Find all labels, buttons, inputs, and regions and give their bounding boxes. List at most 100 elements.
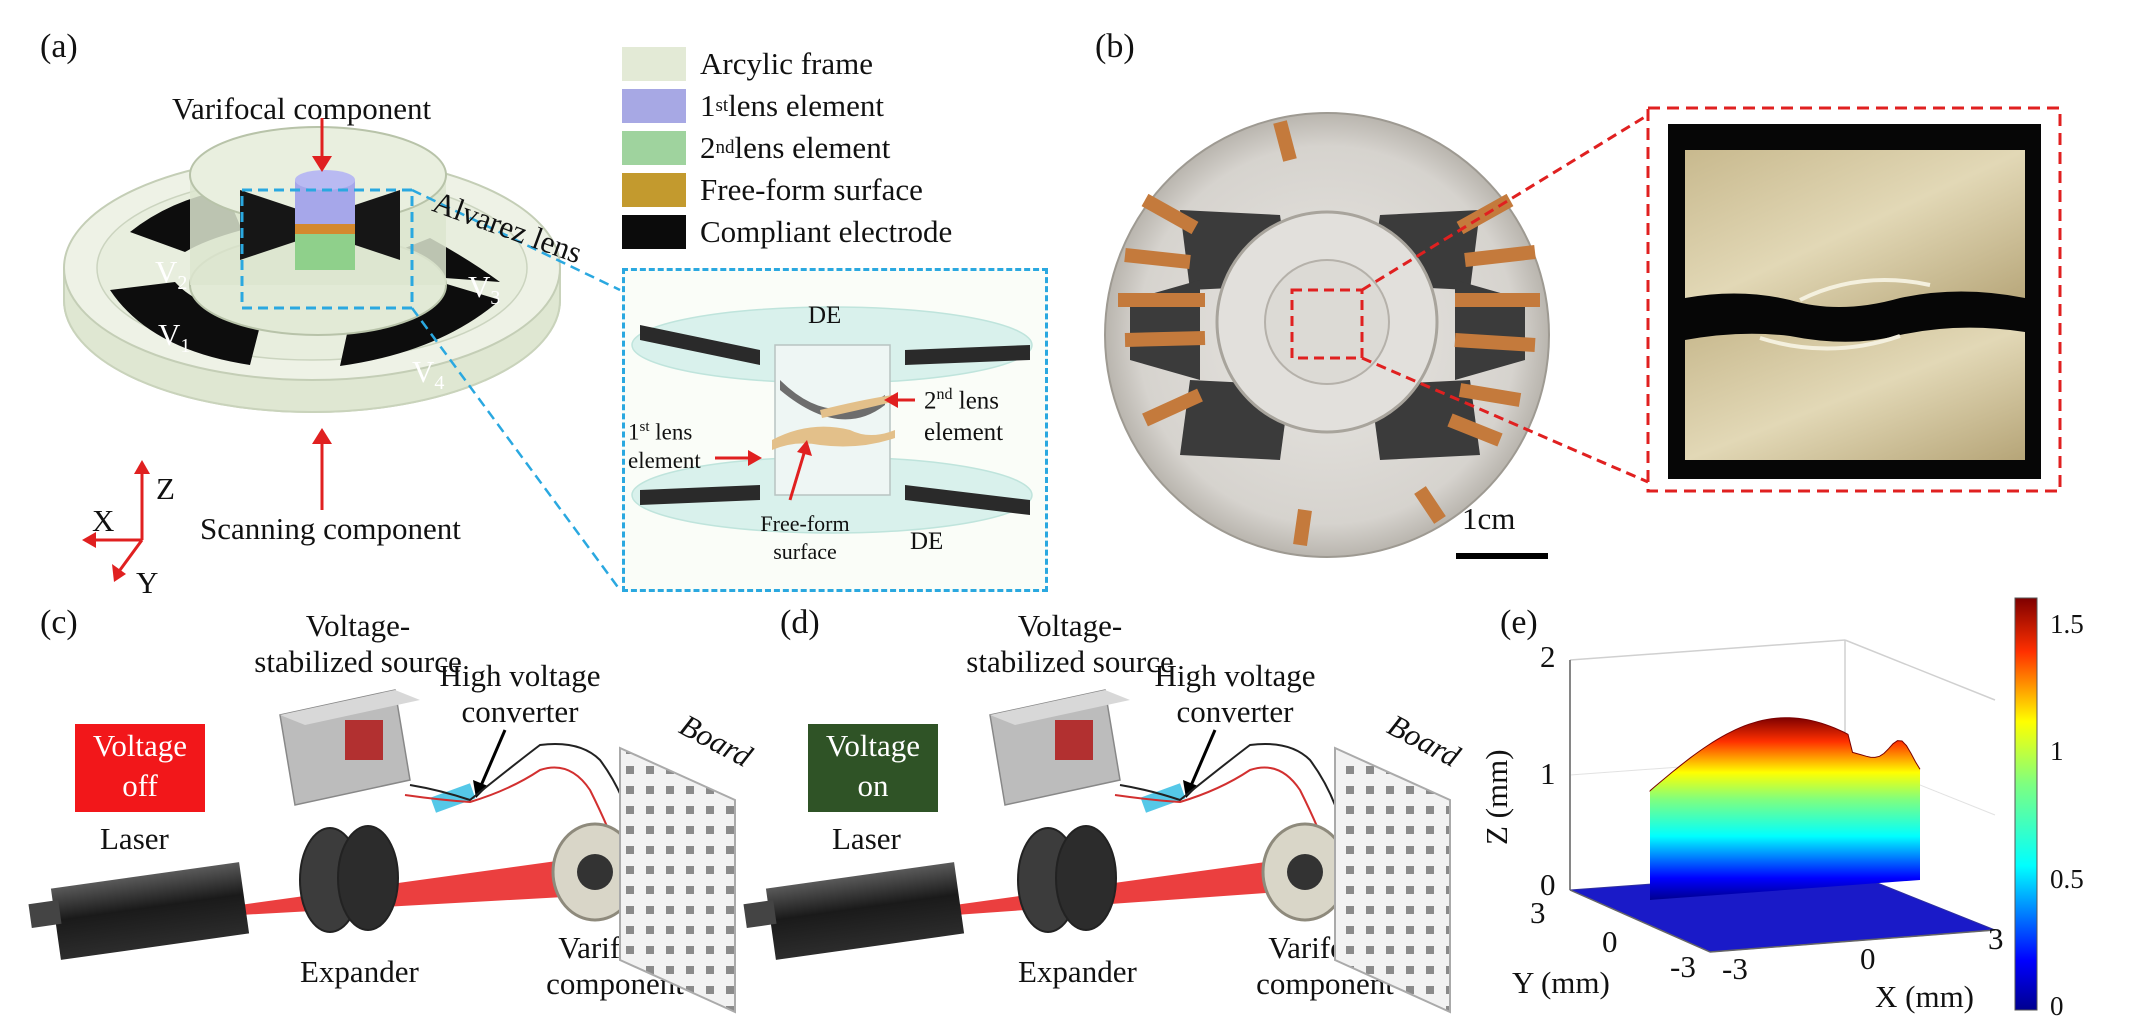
lens-stack-green <box>295 230 355 270</box>
legend-swatch <box>622 173 686 207</box>
photo-zoom-highlight-lower <box>1759 334 1901 351</box>
inset-freeform-arrow <box>788 449 807 501</box>
axis-y-head <box>112 564 126 582</box>
e-ztick-2: 2 <box>1540 639 1556 674</box>
e-colorbar-tick-05: 0.5 <box>2050 864 2084 894</box>
panel-a-letter: (a) <box>40 28 78 65</box>
c-converter-box <box>430 783 476 813</box>
e-xlabel: X (mm) <box>1875 979 1975 1014</box>
legend-swatch <box>622 131 686 165</box>
panel-c-source-label: Voltage-stabilized source <box>254 608 462 679</box>
alvarez-zoom-line-bottom <box>410 307 622 591</box>
d-laser-body <box>765 862 965 960</box>
e-ytick-0: 0 <box>1602 924 1618 959</box>
varifocal-electrode-left <box>240 190 300 260</box>
e-surface-side <box>1650 717 1920 900</box>
axis-y-line <box>118 539 144 571</box>
electrode-label-v3: V3 <box>468 269 501 310</box>
electrode-v1 <box>110 282 262 365</box>
photo-zoom-line-bottom <box>1361 356 1649 484</box>
inset-electrode-top-right <box>905 345 1030 365</box>
d-source-display <box>1055 720 1093 760</box>
panel-c-laser-label: Laser <box>100 821 169 856</box>
alvarez-zoom-line-top <box>411 188 621 292</box>
e-xaxis <box>1709 929 1996 953</box>
photo-zoom-lens-upper <box>1685 150 2025 308</box>
scale-bar-label: 1cm <box>1462 501 1516 536</box>
photo-zoom-line-top <box>1361 113 1649 292</box>
panel-d-expander-label: Expander <box>1018 954 1137 989</box>
d-wire-black <box>1119 743 1351 861</box>
axis-z-head <box>134 460 150 474</box>
e-ytick-3: 3 <box>1530 895 1546 930</box>
panel-d-laser-label: Laser <box>832 821 901 856</box>
d-wire-red <box>1114 766 1331 861</box>
inset-cylinder <box>774 344 891 496</box>
inset-electrode-top-left <box>640 325 760 365</box>
legend-row-freeform: Free-form surface <box>622 170 923 210</box>
e-back-top <box>1569 639 1846 661</box>
e-zlabel: Z (mm) <box>1479 749 1514 845</box>
electrode-label-v1: V1 <box>158 317 191 358</box>
panel-d-letter: (d) <box>780 604 820 641</box>
electrode-label-v4: V4 <box>412 354 445 395</box>
panel-c-letter: (c) <box>40 604 78 641</box>
e-yaxis <box>1569 889 1711 953</box>
d-converter-box <box>1140 783 1186 813</box>
c-laser-tip <box>28 900 62 928</box>
inset-electrode-bottom-left <box>640 485 760 505</box>
c-converter-arrow <box>478 729 507 789</box>
c-source-display <box>345 720 383 760</box>
e-surface-top-edge <box>1649 717 1921 792</box>
panel-e-letter: (e) <box>1500 604 1538 641</box>
scanning-component-label: Scanning component <box>200 511 461 546</box>
e-colorbar-tick-0: 0 <box>2050 991 2064 1021</box>
copper-tapes <box>1118 120 1540 546</box>
d-source-box-top <box>990 690 1130 725</box>
panel-b-letter: (b) <box>1095 28 1135 65</box>
lens-stack-orange <box>295 222 355 234</box>
photo-zoom-box <box>1290 288 1364 360</box>
d-converter-arrow <box>1188 729 1217 789</box>
legend-row-acrylic: Arcylic frame <box>622 44 873 84</box>
inset-de-top-label: DE <box>808 302 842 329</box>
legend-swatch <box>622 89 686 123</box>
c-expander-lens-2 <box>337 825 399 931</box>
e-ztick-0: 0 <box>1540 867 1556 902</box>
scanning-arrow-head <box>312 428 332 444</box>
electrode-label-v2: V2 <box>155 254 188 295</box>
inset-de-bottom-label: DE <box>910 528 944 555</box>
inset-second-lens-arrowhead <box>884 392 898 408</box>
legend-swatch <box>622 47 686 81</box>
inset-first-lens-arrowhead <box>748 450 762 466</box>
inset-electrode-bottom-right <box>905 485 1030 515</box>
c-varifocal-core <box>577 854 613 890</box>
c-wire-red <box>404 766 621 861</box>
e-xtick-3: 3 <box>1988 921 2004 956</box>
e-ytick-neg3: -3 <box>1670 949 1696 984</box>
legend-swatch <box>622 215 686 249</box>
e-ztick-1: 1 <box>1540 756 1556 791</box>
axis-z-label: Z <box>156 471 175 506</box>
e-ylabel: Y (mm) <box>1512 965 1610 1000</box>
c-source-box-top <box>280 690 420 725</box>
axis-x-head <box>82 532 96 548</box>
d-board <box>1334 746 1451 1014</box>
photo-zoom-lens-lower <box>1685 327 2025 460</box>
electrode-v4 <box>340 282 500 366</box>
varifocal-component-label: Varifocal component <box>172 91 432 126</box>
e-colorbar-tick-15: 1.5 <box>2050 609 2084 639</box>
inset-freeform-lower <box>772 426 895 450</box>
